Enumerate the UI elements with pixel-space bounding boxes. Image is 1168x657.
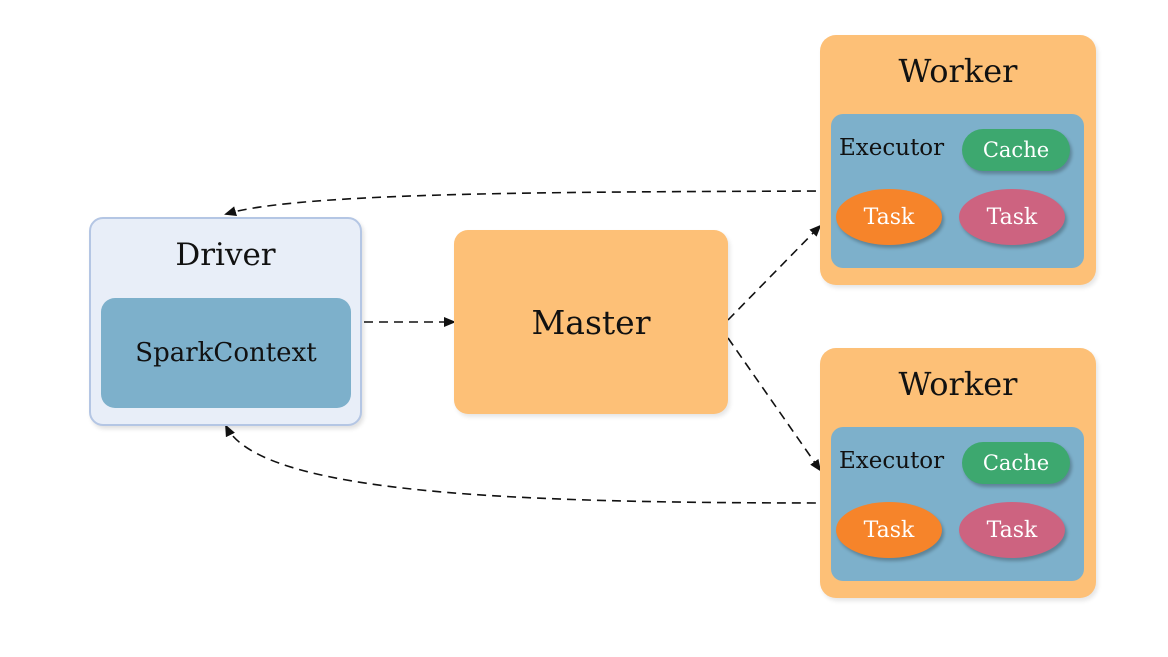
task-ellipse: Task bbox=[836, 502, 942, 558]
arrow-master-to-worker-2 bbox=[727, 337, 822, 472]
task-label: Task bbox=[986, 204, 1038, 230]
master-title: Master bbox=[531, 302, 651, 342]
cache-label: Cache bbox=[982, 451, 1050, 475]
arrow-worker-1-to-driver bbox=[224, 190, 832, 216]
worker-node-2: Worker Executor Cache Task Task bbox=[820, 348, 1096, 598]
master-node: Master bbox=[454, 230, 728, 414]
task-label: Task bbox=[986, 517, 1038, 543]
arrow-worker-2-to-driver bbox=[225, 424, 832, 504]
cache-badge: Cache bbox=[962, 442, 1070, 484]
cache-label: Cache bbox=[982, 138, 1050, 162]
executor-label: Executor bbox=[839, 448, 945, 474]
task-ellipse: Task bbox=[836, 189, 942, 245]
task-ellipse: Task bbox=[959, 502, 1065, 558]
arrow-master-to-worker-1 bbox=[727, 224, 822, 321]
spark-context-label: SparkContext bbox=[135, 338, 317, 368]
driver-node: Driver SparkContext bbox=[89, 217, 362, 426]
cache-badge: Cache bbox=[962, 129, 1070, 171]
worker-title: Worker bbox=[898, 52, 1018, 90]
executor: Executor Cache Task Task bbox=[831, 114, 1084, 268]
task-label: Task bbox=[863, 204, 915, 230]
task-label: Task bbox=[863, 517, 915, 543]
worker-title: Worker bbox=[898, 365, 1018, 403]
task-ellipse: Task bbox=[959, 189, 1065, 245]
spark-context: SparkContext bbox=[101, 298, 351, 408]
executor: Executor Cache Task Task bbox=[831, 427, 1084, 581]
driver-title: Driver bbox=[175, 237, 276, 273]
executor-label: Executor bbox=[839, 135, 945, 161]
worker-node-1: Worker Executor Cache Task Task bbox=[820, 35, 1096, 285]
